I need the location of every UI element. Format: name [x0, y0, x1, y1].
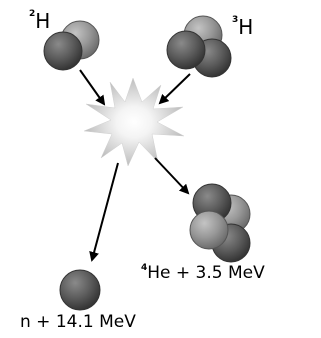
helium-label: 4He + 3.5 MeV — [141, 263, 265, 283]
deuterium-symbol: H — [35, 9, 51, 33]
arrow-tritium-in — [158, 73, 191, 105]
helium-energy-text: He + 3.5 MeV — [147, 263, 265, 283]
helium-mass-number: 4 — [141, 263, 148, 273]
tritium-mass-number: 3 — [232, 15, 239, 25]
neutron-energy-text: n + 14.1 MeV — [20, 312, 136, 332]
fusion-flash — [83, 77, 185, 167]
arrow-neutron-out — [89, 162, 119, 262]
deuterium-label: 2H — [29, 9, 51, 33]
deuterium-nucleus — [43, 20, 100, 71]
arrow-deuterium-in — [79, 69, 106, 106]
tritium-label: 3H — [232, 15, 254, 39]
tritium-nucleus — [166, 15, 232, 78]
deuterium-mass-number: 2 — [29, 9, 36, 19]
free-neutron — [59, 269, 101, 311]
arrow-helium-out — [154, 157, 190, 195]
neutron-label: n + 14.1 MeV — [20, 314, 136, 331]
tritium-symbol: H — [238, 15, 254, 39]
helium-nucleus — [189, 183, 251, 263]
